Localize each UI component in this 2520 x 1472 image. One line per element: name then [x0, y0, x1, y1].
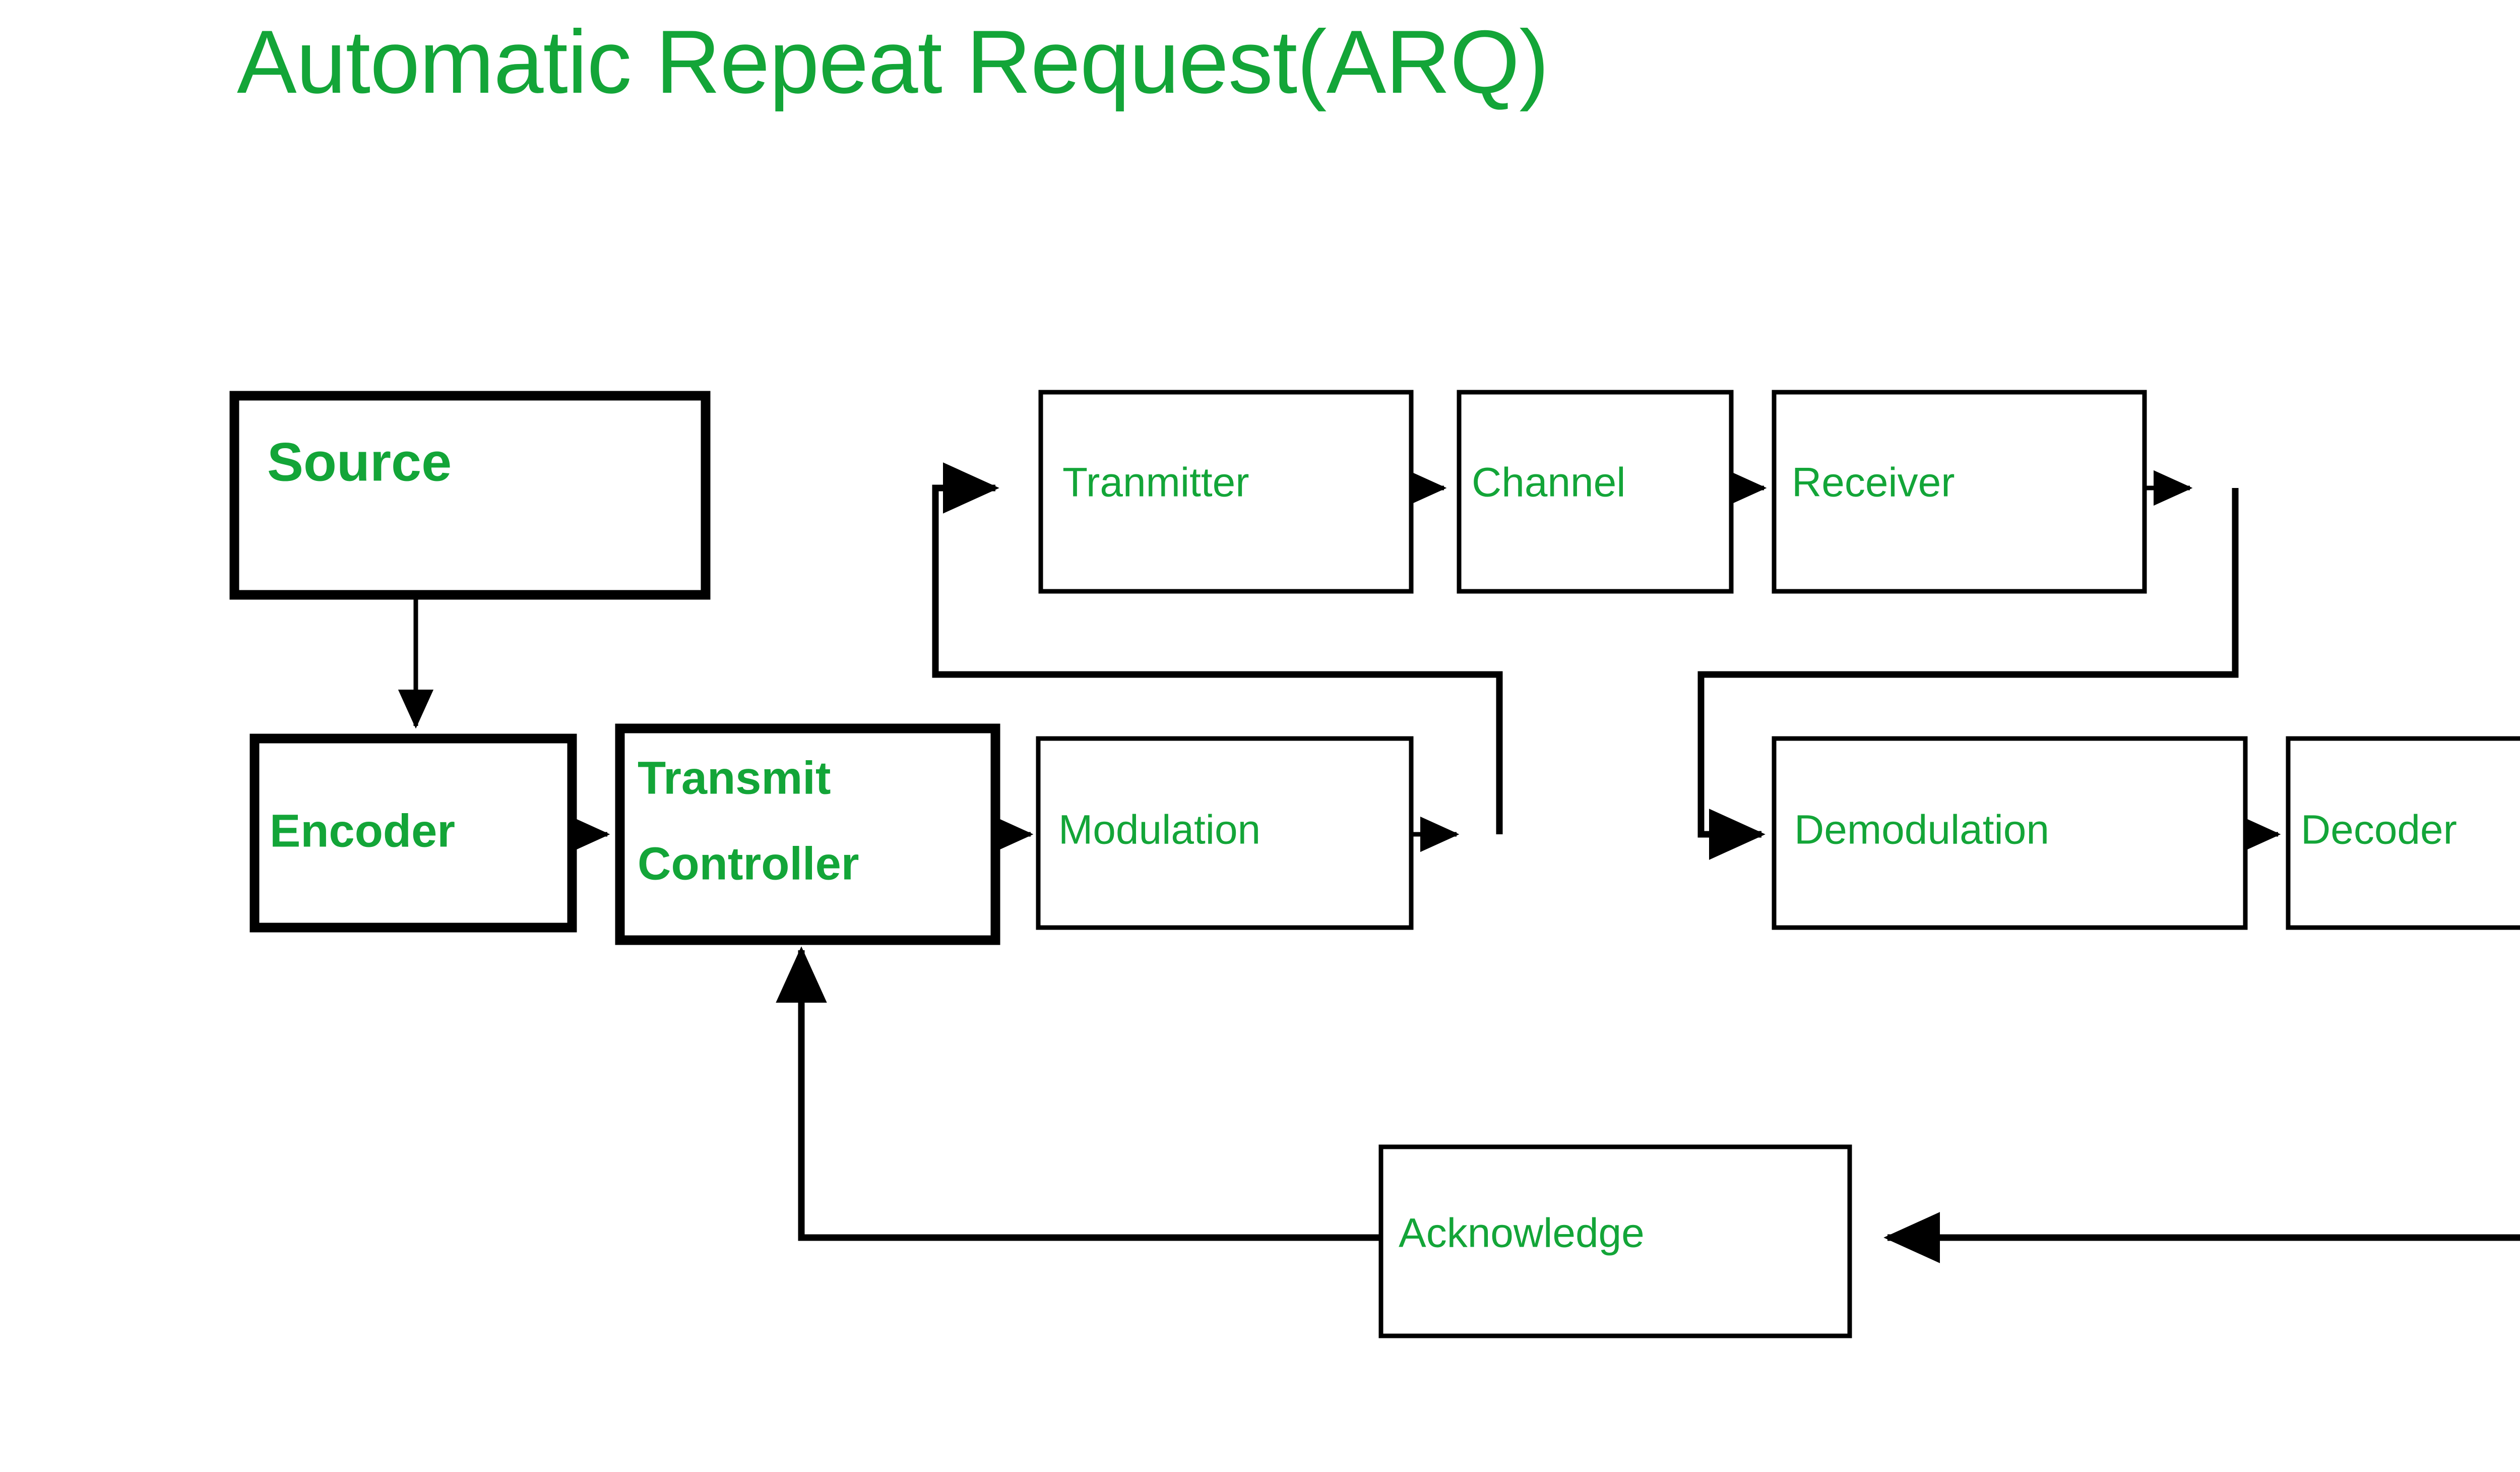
node-demodulation-label: Demodulation	[1794, 807, 2049, 853]
node-receiver-box[interactable]	[1772, 390, 2147, 594]
node-transmit-controller-tx-label-line1: Transmit	[638, 752, 831, 804]
node-tranmitter-label: Tranmitter	[1062, 460, 1249, 506]
node-source-box[interactable]	[229, 391, 711, 600]
node-acknowledge-box[interactable]	[1378, 1144, 1852, 1338]
node-demodulation[interactable]: Demodulation	[1772, 736, 2248, 930]
node-tranmitter-box[interactable]	[1038, 390, 1414, 594]
node-demodulation-box[interactable]	[1772, 736, 2248, 930]
page-title: Automatic Repeat Request(ARQ)	[237, 12, 1549, 112]
edge-receiver-to-demodulation	[1697, 488, 2239, 860]
node-acknowledge-label: Acknowledge	[1399, 1210, 1645, 1256]
node-transmit-controller-tx[interactable]: Transmit Controller	[615, 723, 1000, 945]
edge-transmit-controller-rx-to-acknowledge	[1883, 1212, 2520, 1263]
node-encoder[interactable]: Encoder	[249, 733, 577, 933]
node-encoder-box[interactable]	[249, 733, 577, 933]
node-decoder-label: Decoder	[2301, 807, 2457, 853]
node-modulation[interactable]: Modulation	[1036, 736, 1414, 930]
node-decoder-box[interactable]	[2286, 736, 2520, 930]
edge-acknowledge-to-transmit-controller-tx	[776, 946, 1383, 1241]
node-encoder-label: Encoder	[270, 805, 455, 856]
node-decoder[interactable]: Decoder	[2286, 736, 2520, 930]
node-transmit-controller-tx-box[interactable]	[615, 723, 1000, 945]
node-source[interactable]: Source	[229, 391, 711, 600]
node-source-label: Source	[267, 432, 452, 493]
node-transmit-controller-tx-label-line2: Controller	[638, 838, 859, 889]
node-receiver[interactable]: Receiver	[1772, 390, 2147, 594]
node-modulation-label: Modulation	[1058, 807, 1261, 853]
node-channel-label: Channel	[1472, 460, 1625, 506]
node-tranmitter[interactable]: Tranmitter	[1038, 390, 1414, 594]
node-channel-box[interactable]	[1457, 390, 1734, 594]
edge-modulation-to-tranmitter	[932, 462, 1503, 834]
node-channel[interactable]: Channel	[1457, 390, 1734, 594]
node-modulation-box[interactable]	[1036, 736, 1414, 930]
node-acknowledge[interactable]: Acknowledge	[1378, 1144, 1852, 1338]
node-receiver-label: Receiver	[1792, 460, 1955, 506]
